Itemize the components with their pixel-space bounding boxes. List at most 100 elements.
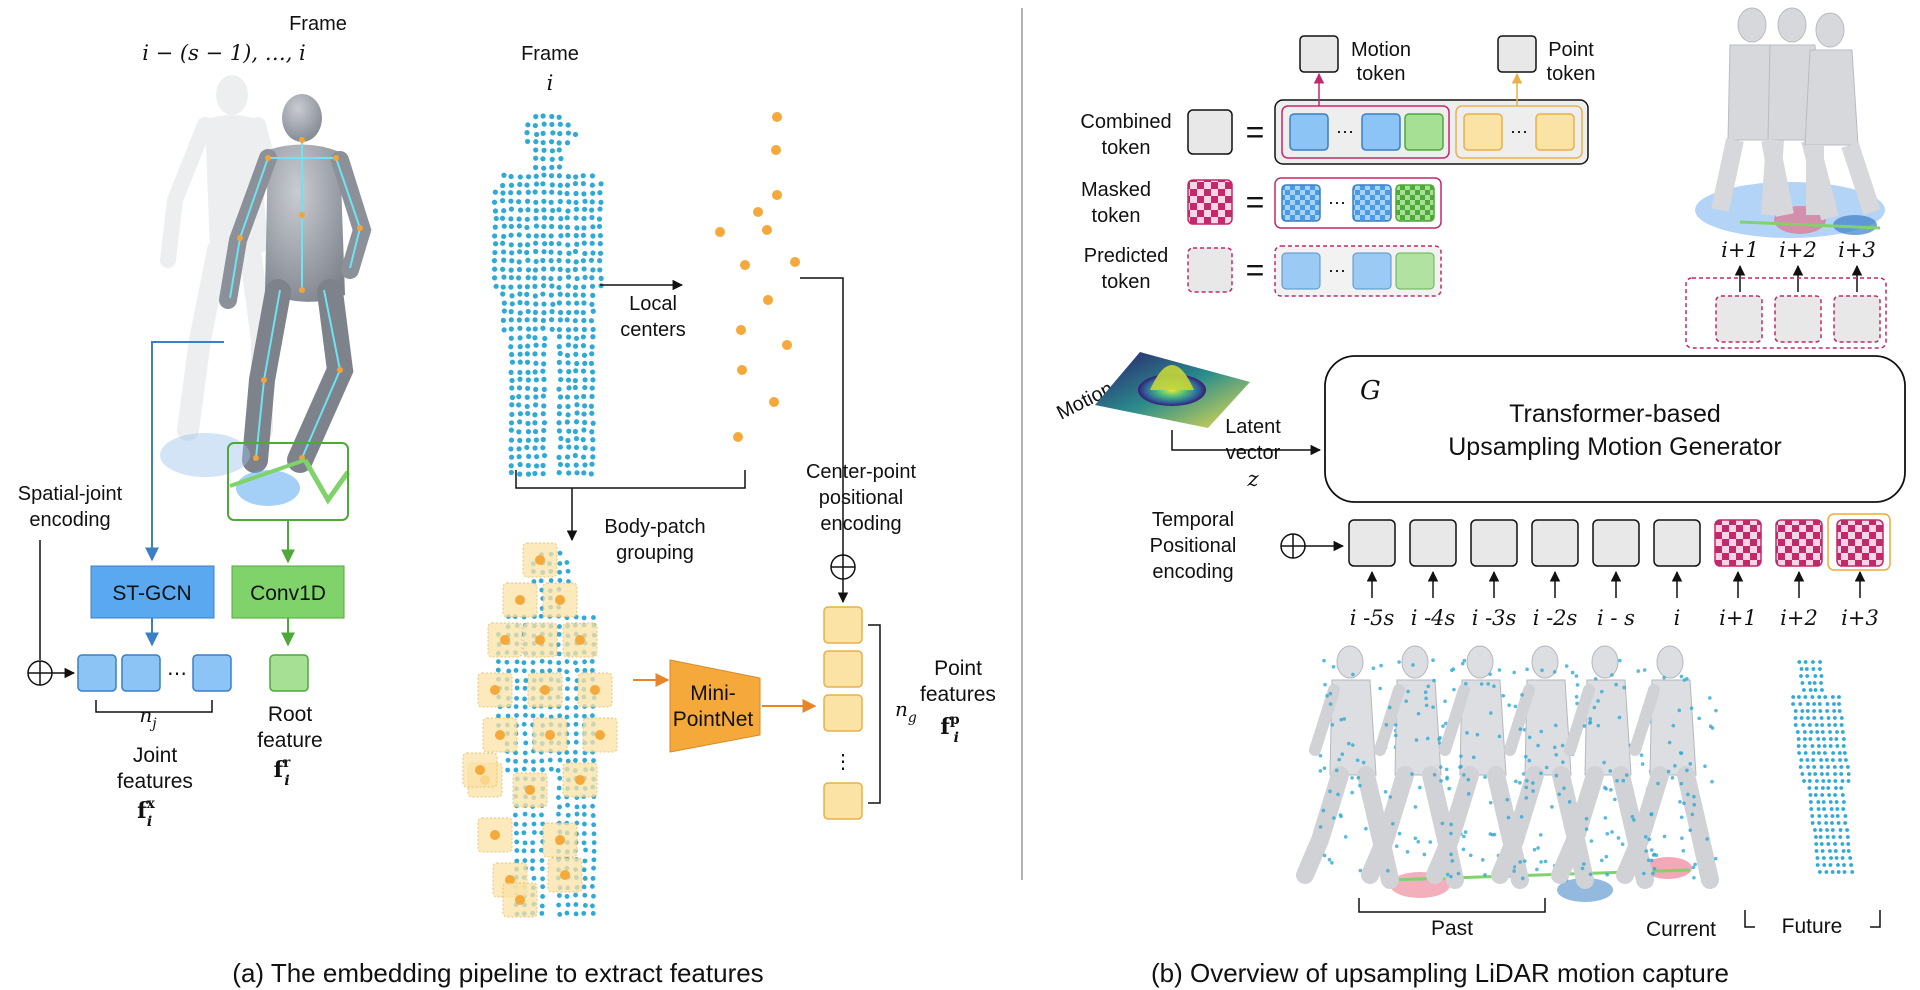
seq-label-5: i - s (1597, 606, 1635, 630)
future-top-label-2: i+2 (1779, 238, 1817, 262)
masked-token-icon (1187, 179, 1233, 225)
conv1d-label: Conv1D (250, 582, 326, 605)
seq-token-7 (1714, 519, 1762, 567)
past-label: Past (1431, 917, 1473, 940)
future-top-label-3: i+3 (1838, 238, 1876, 262)
root-feature-label-1: Root (268, 703, 313, 726)
seq-label-7: i+1 (1719, 606, 1757, 630)
seq-label-4: i -2s (1533, 606, 1578, 630)
frame-seq-range: i − (s − 1), …, i (142, 41, 306, 65)
latent-symbol: z (1246, 467, 1259, 491)
current-label: Current (1646, 918, 1716, 941)
mini-pointnet-label-1: Mini- (690, 682, 736, 705)
past-bracket (1358, 898, 1546, 913)
predicted-future-tokens (1685, 277, 1887, 349)
point-token-icon (1497, 35, 1537, 73)
frame-seq-label: Frame (289, 13, 347, 35)
grouping-bracket (515, 470, 746, 489)
point-features-label-2: features (920, 683, 996, 706)
point-features-label-1: Point (934, 657, 982, 680)
walker-5 (1551, 645, 1656, 889)
generator-title-1: Transformer-based (1509, 400, 1721, 428)
seq-label-9: i+3 (1841, 606, 1879, 630)
joint-path-arrow (145, 341, 224, 562)
combined-token-label-1: Combined (1080, 111, 1171, 133)
temporal-pe-label-1: Temporal (1152, 509, 1234, 531)
combined-ellipsis-1: ⋯ (1336, 122, 1354, 142)
point-token-label-1: Point (1548, 39, 1594, 61)
local-centers-label-2: centers (620, 319, 686, 341)
frame-label: Frame (521, 43, 579, 65)
seq-token-2 (1409, 519, 1457, 567)
local-centers-label-1: Local (629, 293, 677, 315)
future-top-label-1: i+1 (1721, 238, 1759, 262)
seq-token-5 (1592, 519, 1640, 567)
masked-token-label-1: Masked (1081, 179, 1151, 201)
latent-vector-label-2: vector (1226, 442, 1281, 464)
equals-3: = (1246, 252, 1265, 288)
caption-a: (a) The embedding pipeline to extract fe… (232, 958, 763, 988)
upsampled-humans-top (1695, 7, 1885, 238)
ng-symbol: ng (895, 697, 917, 726)
future-bracket (1744, 910, 1881, 928)
seq-label-8: i+2 (1780, 606, 1818, 630)
joint-feature-tokens (77, 654, 232, 692)
center-point-label-3: encoding (820, 513, 901, 535)
body-patch-label-1: Body-patch (604, 516, 705, 538)
body-patch-label-2: grouping (616, 542, 694, 564)
sequence-labels: i -5s i -4s i -3s i -2s i - s i i+1 i+2 … (1350, 606, 1879, 630)
seq-token-1 (1348, 519, 1396, 567)
past-humans-with-points (1296, 645, 1719, 902)
frame-index: i (547, 71, 554, 95)
predicted-token-icon (1187, 247, 1233, 293)
spatial-joint-label-2: encoding (29, 509, 110, 531)
latent-arrow (1171, 430, 1322, 456)
masked-ellipsis: ⋯ (1328, 193, 1346, 213)
sequence-tokens (1348, 519, 1884, 598)
walker-2 (1361, 645, 1466, 889)
seq-label-1: i -5s (1350, 606, 1395, 630)
center-point-line (800, 277, 844, 555)
future-label: Future (1782, 915, 1843, 938)
predicted-ellipsis: ⋯ (1328, 261, 1346, 281)
human-figure (160, 94, 372, 521)
temporal-pe-label-2: Positional (1150, 535, 1237, 557)
latent-vector-label-1: Latent (1225, 416, 1281, 438)
equals-1: = (1246, 114, 1265, 150)
nj-symbol: nj (139, 703, 157, 732)
seq-label-2: i -4s (1411, 606, 1456, 630)
mini-pointnet-label-2: PointNet (673, 708, 754, 731)
center-point-label-1: Center-point (806, 461, 917, 483)
seq-token-8 (1775, 519, 1823, 567)
local-center-points (715, 112, 800, 442)
walker-4 (1491, 645, 1596, 889)
future-point-cloud (1791, 660, 1855, 874)
predicted-token-label-2: token (1102, 271, 1151, 293)
joint-ellipsis: ⋯ (167, 663, 187, 685)
center-point-label-2: positional (819, 487, 904, 509)
st-gcn-block (90, 565, 215, 619)
combined-ellipsis-2: ⋯ (1510, 122, 1528, 142)
point-vdots: ⋮ (833, 751, 853, 773)
spatial-joint-label-1: Spatial-joint (18, 483, 123, 505)
walker-6 (1616, 645, 1719, 889)
combined-token-icon (1187, 109, 1233, 155)
panel-a: Frame i − (s − 1), …, i (18, 13, 996, 988)
predicted-token-label-1: Predicted (1084, 245, 1169, 267)
masked-token-group (1274, 177, 1442, 229)
seq-token-3 (1470, 519, 1518, 567)
seq-label-6: i (1674, 606, 1681, 630)
seq-token-4 (1531, 519, 1579, 567)
st-gcn-label: ST-GCN (112, 582, 191, 605)
masked-token-label-2: token (1092, 205, 1141, 227)
generator-title-2: Upsampling Motion Generator (1448, 433, 1782, 461)
frame-point-cloud (491, 113, 604, 477)
equals-2: = (1246, 184, 1265, 220)
point-token-label-2: token (1547, 63, 1596, 85)
walker-1 (1296, 645, 1402, 889)
future-token-highlight (1827, 513, 1891, 571)
